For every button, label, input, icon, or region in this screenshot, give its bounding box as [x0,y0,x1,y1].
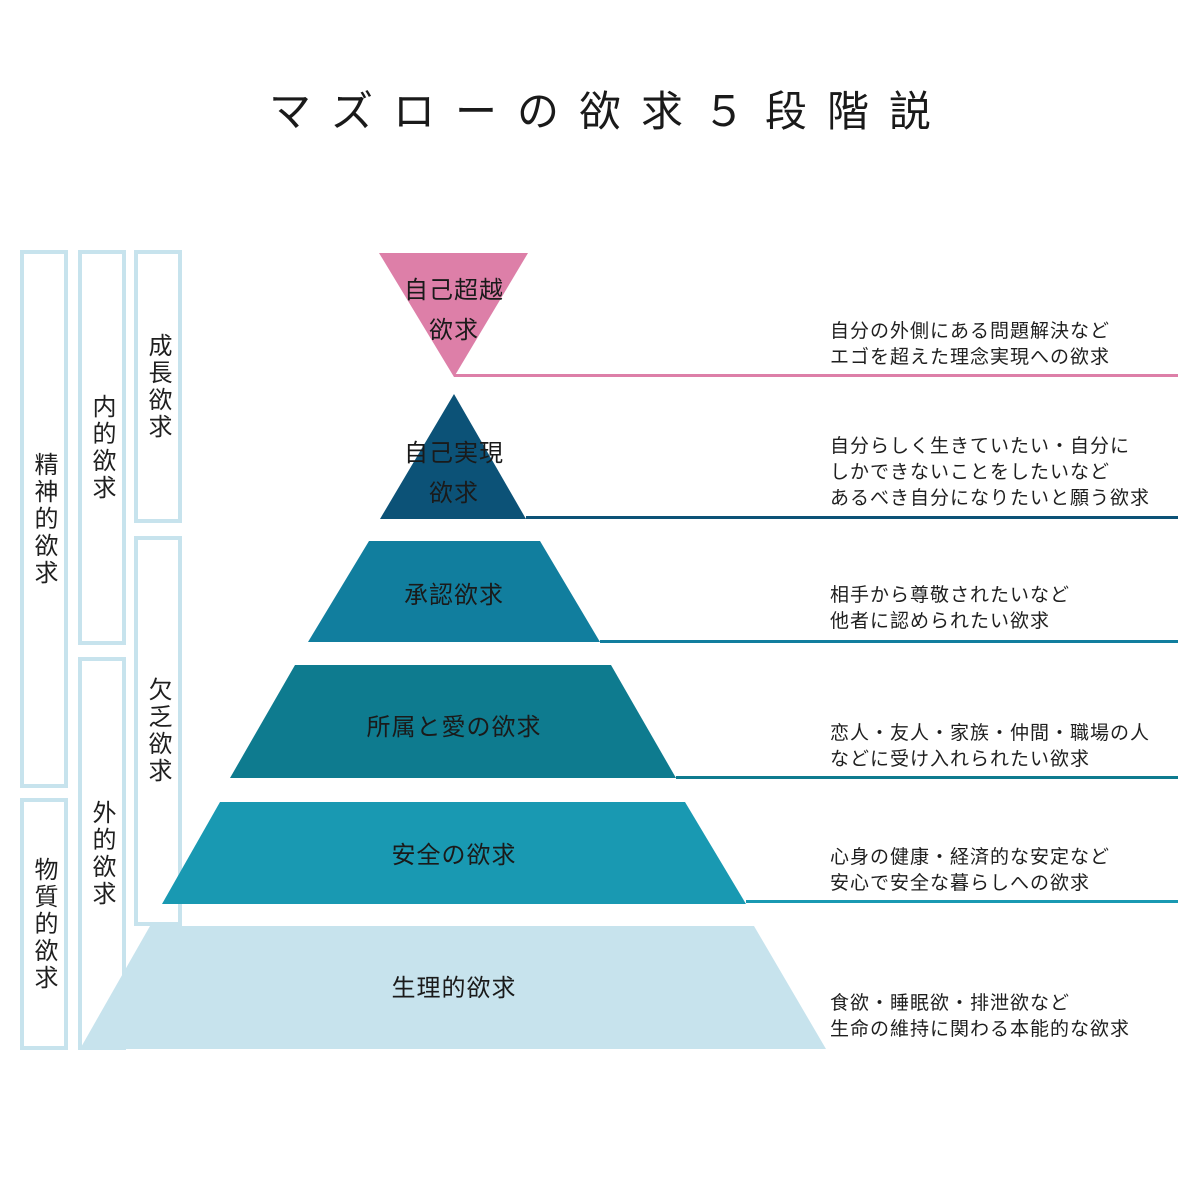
category-box-material: 物質的欲求 [20,798,68,1050]
level-shape-self-actualization [380,394,526,519]
level-label-belonging: 所属と愛の欲求 [366,713,542,741]
category-label-material: 物質的欲求 [30,856,58,992]
level-desc-transcendence: 自分の外側にある問題解決など エゴを超えた理念実現への欲求 [830,320,1111,368]
level-desc-belonging: 恋人・友人・家族・仲間・職場の人 などに受け入れられたい欲求 [830,722,1151,770]
diagram-title: マズローの欲求５段階説 [268,87,951,136]
level-shape-esteem [308,541,600,642]
connector-line-safety [746,900,1178,903]
level-label-transcendence: 自己超越 欲求 [404,276,504,344]
connector-line-transcendence [454,374,1178,377]
category-box-internal: 内的欲求 [78,250,126,645]
category-box-spiritual: 精神的欲求 [20,250,68,788]
level-desc-safety: 心身の健康・経済的な安定など 安心で安全な暮らしへの欲求 [830,846,1111,894]
connector-line-self-actualization [526,516,1178,519]
connector-line-esteem [600,640,1178,643]
category-box-external: 外的欲求 [78,657,126,1050]
category-label-spiritual: 精神的欲求 [30,451,58,587]
category-label-external: 外的欲求 [88,799,116,908]
level-desc-self-actualization: 自分らしく生きていたい・自分に しかできないことをしたいなど あるべき自分になり… [830,435,1151,509]
level-desc-physiological: 食欲・睡眠欲・排泄欲など 生命の維持に関わる本能的な欲求 [830,992,1131,1040]
category-box-deficiency: 欠乏欲求 [134,536,182,926]
level-label-safety: 安全の欲求 [391,841,517,869]
level-desc-esteem: 相手から尊敬されたいなど 他者に認められたい欲求 [830,584,1071,632]
level-shape-safety [162,802,746,904]
level-label-physiological: 生理的欲求 [391,974,517,1002]
connector-line-belonging [676,776,1178,779]
level-shape-belonging [230,665,676,778]
level-shape-physiological [80,926,826,1049]
category-label-internal: 内的欲求 [88,393,116,502]
category-label-growth: 成長欲求 [144,332,172,441]
level-label-esteem: 承認欲求 [404,581,504,609]
category-box-growth: 成長欲求 [134,250,182,523]
level-shape-transcendence [379,253,528,377]
level-label-self-actualization: 自己実現 欲求 [404,439,504,507]
category-label-deficiency: 欠乏欲求 [144,677,172,785]
